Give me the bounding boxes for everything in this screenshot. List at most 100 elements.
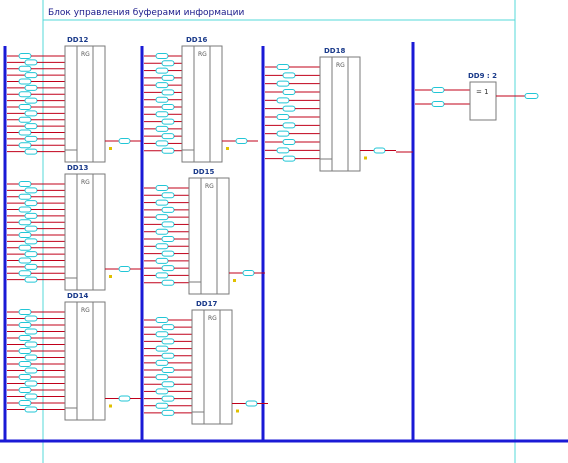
pin-connector[interactable] bbox=[155, 125, 169, 132]
chip-body[interactable] bbox=[319, 56, 361, 172]
pin-connector[interactable] bbox=[24, 200, 38, 207]
pin-connector[interactable] bbox=[155, 243, 169, 250]
chip-body[interactable] bbox=[181, 45, 223, 163]
pin-connector[interactable] bbox=[24, 406, 38, 413]
pin-connector[interactable] bbox=[161, 395, 175, 402]
pin-connector[interactable] bbox=[18, 387, 32, 393]
pin-connector[interactable] bbox=[282, 105, 296, 112]
pin-connector[interactable] bbox=[18, 374, 32, 380]
pin-connector[interactable] bbox=[161, 206, 175, 213]
pin-connector[interactable] bbox=[24, 380, 38, 387]
pin-connector[interactable] bbox=[18, 335, 32, 341]
pin-connector[interactable] bbox=[24, 212, 38, 219]
pin-connector[interactable] bbox=[18, 322, 32, 328]
output-connector[interactable] bbox=[524, 93, 539, 99]
pin-connector[interactable] bbox=[155, 257, 169, 264]
pin-connector[interactable] bbox=[282, 139, 296, 145]
pin-connector[interactable] bbox=[18, 219, 32, 226]
pin-connector[interactable] bbox=[431, 101, 445, 107]
pin-connector[interactable] bbox=[161, 409, 175, 416]
pin-connector[interactable] bbox=[24, 315, 38, 322]
pin-connector[interactable] bbox=[161, 104, 175, 110]
chip-body[interactable] bbox=[64, 45, 106, 163]
pin-connector[interactable] bbox=[155, 140, 169, 147]
pin-connector[interactable] bbox=[282, 155, 296, 162]
pin-connector[interactable] bbox=[24, 276, 38, 283]
pin-connector[interactable] bbox=[18, 91, 32, 98]
pin-connector[interactable] bbox=[24, 187, 38, 194]
pin-connector[interactable] bbox=[24, 135, 38, 142]
output-connector[interactable] bbox=[118, 266, 131, 272]
pin-connector[interactable] bbox=[161, 147, 175, 154]
pin-connector[interactable] bbox=[24, 354, 38, 361]
pin-connector[interactable] bbox=[155, 185, 169, 191]
chip-body[interactable] bbox=[64, 301, 106, 421]
pin-connector[interactable] bbox=[18, 348, 32, 354]
pin-connector[interactable] bbox=[282, 122, 296, 129]
pin-connector[interactable] bbox=[18, 104, 32, 110]
pin-connector[interactable] bbox=[155, 67, 169, 74]
output-connector[interactable] bbox=[373, 147, 386, 154]
pin-connector[interactable] bbox=[18, 78, 32, 85]
pin-connector[interactable] bbox=[155, 199, 169, 206]
pin-connector[interactable] bbox=[161, 236, 175, 242]
pin-connector[interactable] bbox=[155, 345, 169, 352]
pin-connector[interactable] bbox=[24, 328, 38, 335]
pin-connector[interactable] bbox=[161, 381, 175, 388]
pin-connector[interactable] bbox=[161, 338, 175, 345]
pin-connector[interactable] bbox=[161, 74, 175, 81]
pin-connector[interactable] bbox=[161, 265, 175, 272]
pin-connector[interactable] bbox=[155, 96, 169, 103]
pin-connector[interactable] bbox=[155, 53, 169, 59]
pin-connector[interactable] bbox=[18, 193, 32, 200]
pin-connector[interactable] bbox=[18, 142, 32, 149]
chip-body[interactable] bbox=[188, 177, 230, 295]
pin-connector[interactable] bbox=[282, 72, 296, 79]
pin-connector[interactable] bbox=[24, 251, 38, 258]
pin-connector[interactable] bbox=[155, 228, 169, 235]
pin-connector[interactable] bbox=[24, 393, 38, 400]
pin-connector[interactable] bbox=[24, 84, 38, 91]
pin-connector[interactable] bbox=[155, 359, 169, 366]
pin-connector[interactable] bbox=[161, 367, 175, 373]
pin-connector[interactable] bbox=[161, 60, 175, 67]
output-connector[interactable] bbox=[245, 400, 258, 407]
pin-connector[interactable] bbox=[18, 244, 32, 251]
pin-connector[interactable] bbox=[18, 270, 32, 277]
pin-connector[interactable] bbox=[18, 65, 32, 72]
pin-connector[interactable] bbox=[276, 64, 290, 70]
pin-connector[interactable] bbox=[161, 324, 175, 331]
pin-connector[interactable] bbox=[155, 82, 169, 89]
output-connector[interactable] bbox=[118, 138, 131, 144]
pin-connector[interactable] bbox=[161, 89, 175, 96]
pin-connector[interactable] bbox=[24, 59, 38, 66]
pin-connector[interactable] bbox=[161, 133, 175, 140]
or-gate-body[interactable] bbox=[469, 81, 497, 121]
pin-connector[interactable] bbox=[276, 97, 290, 104]
output-connector[interactable] bbox=[235, 138, 248, 144]
pin-connector[interactable] bbox=[18, 309, 32, 315]
pin-connector[interactable] bbox=[276, 80, 290, 87]
pin-connector[interactable] bbox=[24, 123, 38, 130]
pin-connector[interactable] bbox=[155, 402, 169, 409]
pin-connector[interactable] bbox=[155, 111, 169, 118]
pin-connector[interactable] bbox=[18, 181, 32, 187]
pin-connector[interactable] bbox=[18, 129, 32, 136]
pin-connector[interactable] bbox=[24, 238, 38, 245]
pin-connector[interactable] bbox=[18, 257, 32, 264]
output-connector[interactable] bbox=[118, 395, 131, 402]
pin-connector[interactable] bbox=[276, 130, 290, 137]
pin-connector[interactable] bbox=[282, 89, 296, 95]
pin-connector[interactable] bbox=[18, 232, 32, 238]
pin-connector[interactable] bbox=[24, 148, 38, 155]
pin-connector[interactable] bbox=[18, 361, 32, 367]
pin-connector[interactable] bbox=[161, 118, 175, 125]
pin-connector[interactable] bbox=[24, 341, 38, 348]
pin-connector[interactable] bbox=[18, 53, 32, 59]
pin-connector[interactable] bbox=[161, 192, 175, 199]
pin-connector[interactable] bbox=[431, 87, 445, 93]
pin-connector[interactable] bbox=[155, 214, 169, 221]
output-connector[interactable] bbox=[242, 270, 255, 276]
pin-connector[interactable] bbox=[24, 367, 38, 374]
chip-body[interactable] bbox=[64, 173, 106, 291]
